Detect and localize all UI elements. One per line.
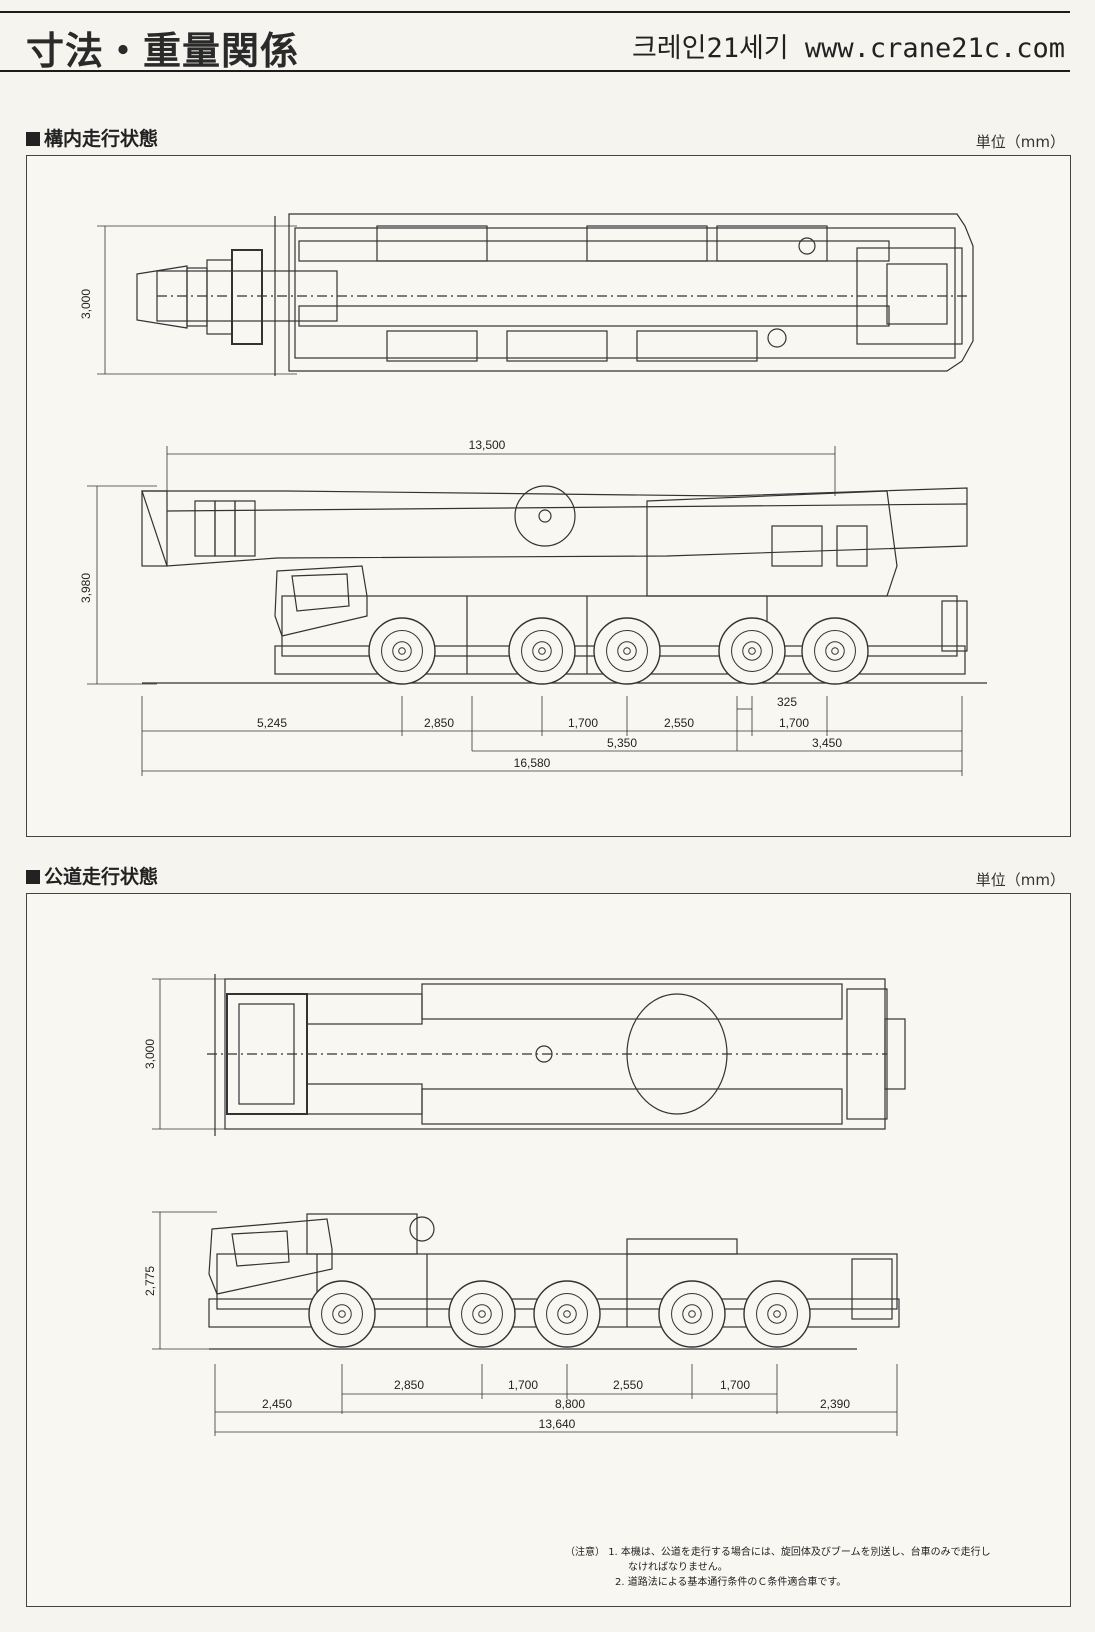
wheel-3 [606, 630, 648, 672]
section-bullet-icon [26, 132, 40, 146]
s1-dim-1: 2,850 [424, 716, 454, 730]
wheel-1 [332, 1304, 352, 1324]
wheel-1 [338, 1310, 346, 1318]
s1-height-label: 3,980 [79, 573, 93, 603]
s2-dim-row2-0: 2,450 [262, 1397, 292, 1411]
wheel-4 [658, 1280, 726, 1348]
section1-drawing: 3,000 13,500 3,980 5,245 2,850 1,700 2,5… [79, 213, 987, 776]
wheel-2 [461, 1293, 503, 1335]
section1-title: 構内走行状態 [26, 124, 158, 151]
s2-dim-2: 2,550 [613, 1378, 643, 1392]
s2-top-width-label: 3,000 [143, 1039, 157, 1069]
wheel-2 [538, 647, 546, 655]
wheel-4 [682, 1304, 702, 1324]
wheel-4 [748, 647, 756, 655]
wheel-5 [825, 641, 845, 661]
s1-dim-3: 2,550 [664, 716, 694, 730]
wheel-1 [321, 1293, 363, 1335]
wheel-5 [743, 1280, 811, 1348]
section1-unit: 単位（mm） [975, 133, 1065, 151]
wheel-2 [448, 1280, 516, 1348]
wheels-s1 [368, 617, 869, 685]
s2-dim-0: 2,850 [394, 1378, 424, 1392]
wheel-4 [731, 630, 773, 672]
wheel-3 [557, 1304, 577, 1324]
s1-dim-0: 5,245 [257, 716, 287, 730]
site-url: 크레인21세기 www.crane21c.com [631, 33, 1065, 64]
s1-boom-length-label: 13,500 [469, 438, 506, 452]
s1-offset-label: 325 [777, 695, 797, 709]
section2-drawing: 3,000 2,775 2,850 1,700 2,550 1,700 2,45… [143, 974, 906, 1436]
note-item-1-cont: なければなりません。 [628, 1562, 728, 1573]
wheel-1 [308, 1280, 376, 1348]
header-rule-top [0, 11, 1070, 13]
wheel-1 [398, 647, 406, 655]
s1-overall-label: 16,580 [514, 756, 551, 770]
s1-dim-2: 1,700 [568, 716, 598, 730]
wheel-4 [742, 641, 762, 661]
s2-dim-row2-1: 8,800 [555, 1397, 585, 1411]
wheel-2 [532, 641, 552, 661]
wheel-4 [671, 1293, 713, 1335]
wheel-5 [773, 1310, 781, 1318]
s2-dim-row2-2: 2,390 [820, 1397, 850, 1411]
crane-side-view-s1 [141, 485, 987, 684]
wheel-2 [508, 617, 576, 685]
wheel-4 [688, 1310, 696, 1318]
wheel-1 [392, 641, 412, 661]
s1-dim-4: 1,700 [779, 716, 809, 730]
carrier-top-view-s2 [207, 974, 906, 1136]
wheel-5 [767, 1304, 787, 1324]
wheel-3 [593, 617, 661, 685]
wheel-1 [368, 617, 436, 685]
s2-height-label: 2,775 [143, 1266, 157, 1296]
section2-unit: 単位（mm） [975, 871, 1065, 889]
wheels-s2 [308, 1280, 811, 1348]
section2-title: 公道走行状態 [26, 862, 158, 889]
wheel-2 [521, 630, 563, 672]
s2-dim-3: 1,700 [720, 1378, 750, 1392]
wheel-3 [546, 1293, 588, 1335]
wheel-5 [814, 630, 856, 672]
wheel-3 [623, 647, 631, 655]
section-bullet-icon [26, 870, 40, 884]
wheel-4 [718, 617, 786, 685]
section1-diagram-panel: 3,000 13,500 3,980 5,245 2,850 1,700 2,5… [26, 155, 1071, 837]
crane-top-view-s1 [136, 213, 974, 376]
page-title: 寸法・重量関係 [26, 29, 300, 73]
s1-top-width-label: 3,000 [79, 289, 93, 319]
section2-diagram-panel: 3,000 2,775 2,850 1,700 2,550 1,700 2,45… [26, 893, 1071, 1607]
header-rule-bottom [0, 70, 1070, 72]
wheel-2 [478, 1310, 486, 1318]
s1-dim-row2-0: 5,350 [607, 736, 637, 750]
s1-dim-row2-1: 3,450 [812, 736, 842, 750]
notes-block: （注意） 1. 本機は、公道を走行する場合には、旋回体及びブームを別送し、台車の… [565, 1545, 991, 1590]
wheel-5 [756, 1293, 798, 1335]
wheel-3 [533, 1280, 601, 1348]
wheel-3 [563, 1310, 571, 1318]
note-item-1: （注意） 1. 本機は、公道を走行する場合には、旋回体及びブームを別送し、台車の… [565, 1547, 991, 1558]
wheel-2 [472, 1304, 492, 1324]
s2-overall-label: 13,640 [539, 1417, 576, 1431]
note-item-2: 2. 道路法による基本通行条件のＣ条件適合車です。 [615, 1577, 847, 1588]
s2-dim-1: 1,700 [508, 1378, 538, 1392]
wheel-1 [381, 630, 423, 672]
wheel-3 [617, 641, 637, 661]
wheel-5 [831, 647, 839, 655]
wheel-5 [801, 617, 869, 685]
